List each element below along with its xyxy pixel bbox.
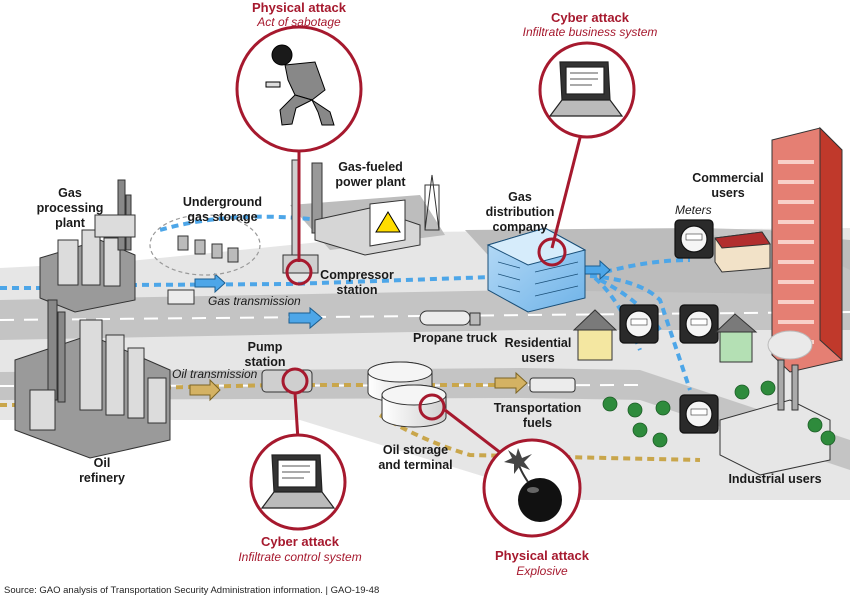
label-oil-storage: Oil storage and terminal [378,443,453,472]
gas-truck [167,289,195,305]
oil-refinery [14,299,171,459]
meter-icon-residential-1 [619,304,659,344]
residential-houses [572,309,758,363]
pump-station [261,369,313,393]
bus [529,377,576,393]
attack-subtitle-cyber-top: Infiltrate business system [522,25,658,39]
attack-targets [281,237,567,421]
attack-subtitle-physical-bottom: Explosive [516,564,568,578]
gas-distribution-building [486,227,587,313]
gas-processing-plant [39,179,136,313]
oil-flow-arrows [189,371,528,402]
attack-subtitle-cyber-bottom: Infiltrate control system [238,550,362,564]
meter-icon-commercial [674,219,714,259]
label-transportation-fuels: Transportation fuels [493,401,582,430]
label-oil-refinery: Oil refinery [79,456,125,485]
laptop-icon [260,454,336,509]
label-pump-station: Pump station [244,340,286,369]
gas-flow-arrows [194,259,611,330]
label-commercial-users: Commercial users [692,171,764,200]
attack-title-cyber-top: Cyber attack [550,10,630,25]
label-industrial-users: Industrial users [728,472,822,486]
label-residential-users: Residential users [504,336,572,365]
label-propane-truck: Propane truck [412,331,498,345]
trees [602,380,836,448]
attack-callout-control [249,433,347,531]
attack-callout-business [538,41,636,139]
label-power-plant: Gas-fueled power plant [335,160,406,189]
meters [619,219,719,434]
attack-title-cyber-bottom: Cyber attack [260,534,340,549]
propane-truck [419,310,481,326]
label-gas-distribution: Gas distribution company [485,190,555,234]
attack-title-physical-bottom: Physical attack [495,548,589,563]
source-note: Source: GAO analysis of Transportation S… [4,585,380,596]
meter-icon-residential-2 [679,304,719,344]
label-meters: Meters [675,203,712,217]
label-gas-processing-plant: Gas processing plant [36,186,104,230]
label-underground-storage: Underground gas storage [182,195,263,224]
laptop-icon [548,61,624,117]
bomb-icon [504,448,562,522]
meter-icon-industrial [679,394,719,434]
power-plant [311,162,440,256]
attack-subtitle-physical-top: Act of sabotage [257,15,341,29]
commercial-building [714,126,843,373]
saboteur-icon [265,44,335,126]
underground-storage [149,214,261,276]
label-gas-transmission: Gas transmission [208,294,301,308]
attack-callout-sabotage [235,25,363,153]
label-compressor-station: Compressor station [320,268,394,297]
attack-callout-explosive [482,438,582,538]
attack-title-physical-top: Physical attack [252,0,346,15]
label-oil-transmission: Oil transmission [172,367,258,381]
industrial-plant [719,330,831,476]
